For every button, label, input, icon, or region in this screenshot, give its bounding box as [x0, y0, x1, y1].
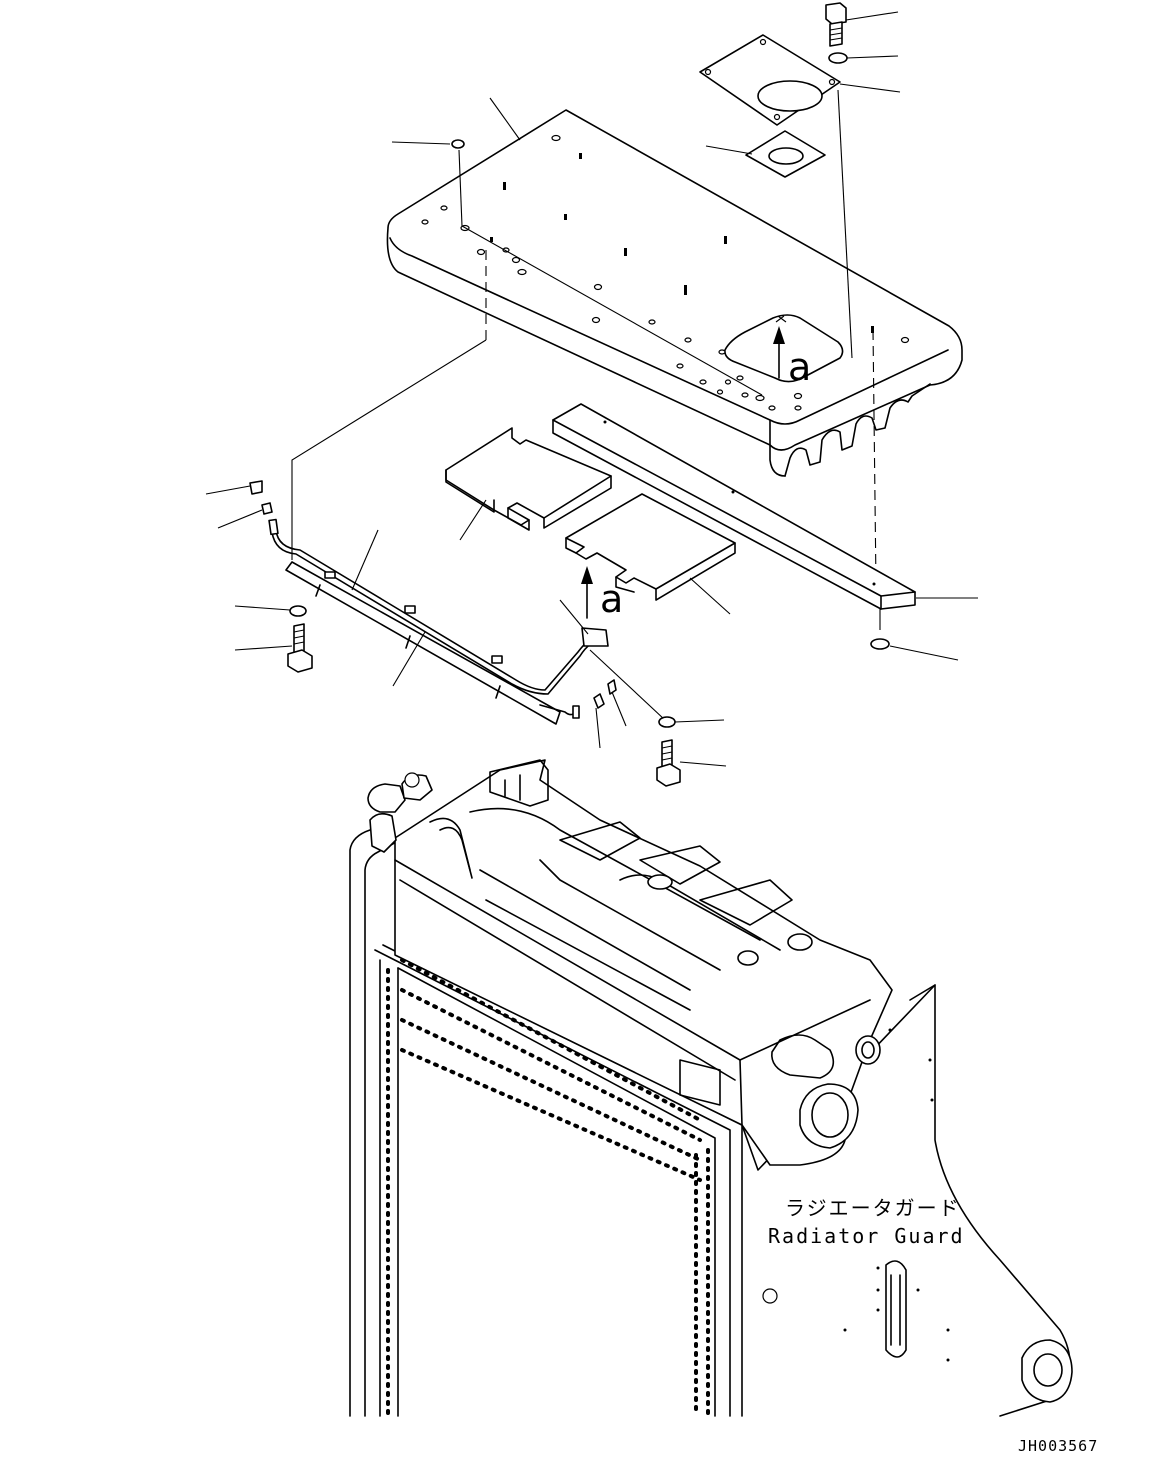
radiator-guard-frame [349, 829, 1073, 1417]
washer-top [828, 52, 848, 64]
washer-left-bar [289, 605, 307, 617]
radiator-guard-label-jp: ラジエータガード [785, 1196, 961, 1220]
bolt-top [825, 2, 847, 47]
gasket-plate [745, 130, 826, 178]
assembly-guide-lines [291, 89, 881, 721]
inspection-cover-plate [699, 34, 841, 126]
leader-lines [205, 11, 978, 767]
engine-block [367, 759, 893, 1166]
bolt-right-bar [656, 739, 681, 787]
washer-right-strip [870, 638, 890, 650]
insulation-pad-left [445, 427, 612, 531]
washer-left-top [451, 139, 465, 149]
washer-right-bar [658, 716, 676, 728]
view-marker-a-bottom: a [581, 566, 623, 621]
svg-text:a: a [788, 345, 811, 389]
cover-holes [421, 134, 910, 411]
radiator-core-dots [386, 958, 710, 1418]
drawing-code: JH003567 [1018, 1437, 1098, 1455]
bolt-left-bar [287, 623, 313, 673]
wiring-harness [249, 480, 609, 725]
svg-text:a: a [600, 577, 623, 621]
small-clip-pair [593, 679, 617, 709]
cover-slots [490, 153, 874, 333]
top-cover-panel [386, 109, 963, 477]
insulation-strip [552, 403, 916, 610]
view-marker-a-top: a [773, 315, 811, 389]
radiator-guard-label-en: Radiator Guard [768, 1224, 965, 1248]
insulation-pad-right [565, 493, 736, 601]
